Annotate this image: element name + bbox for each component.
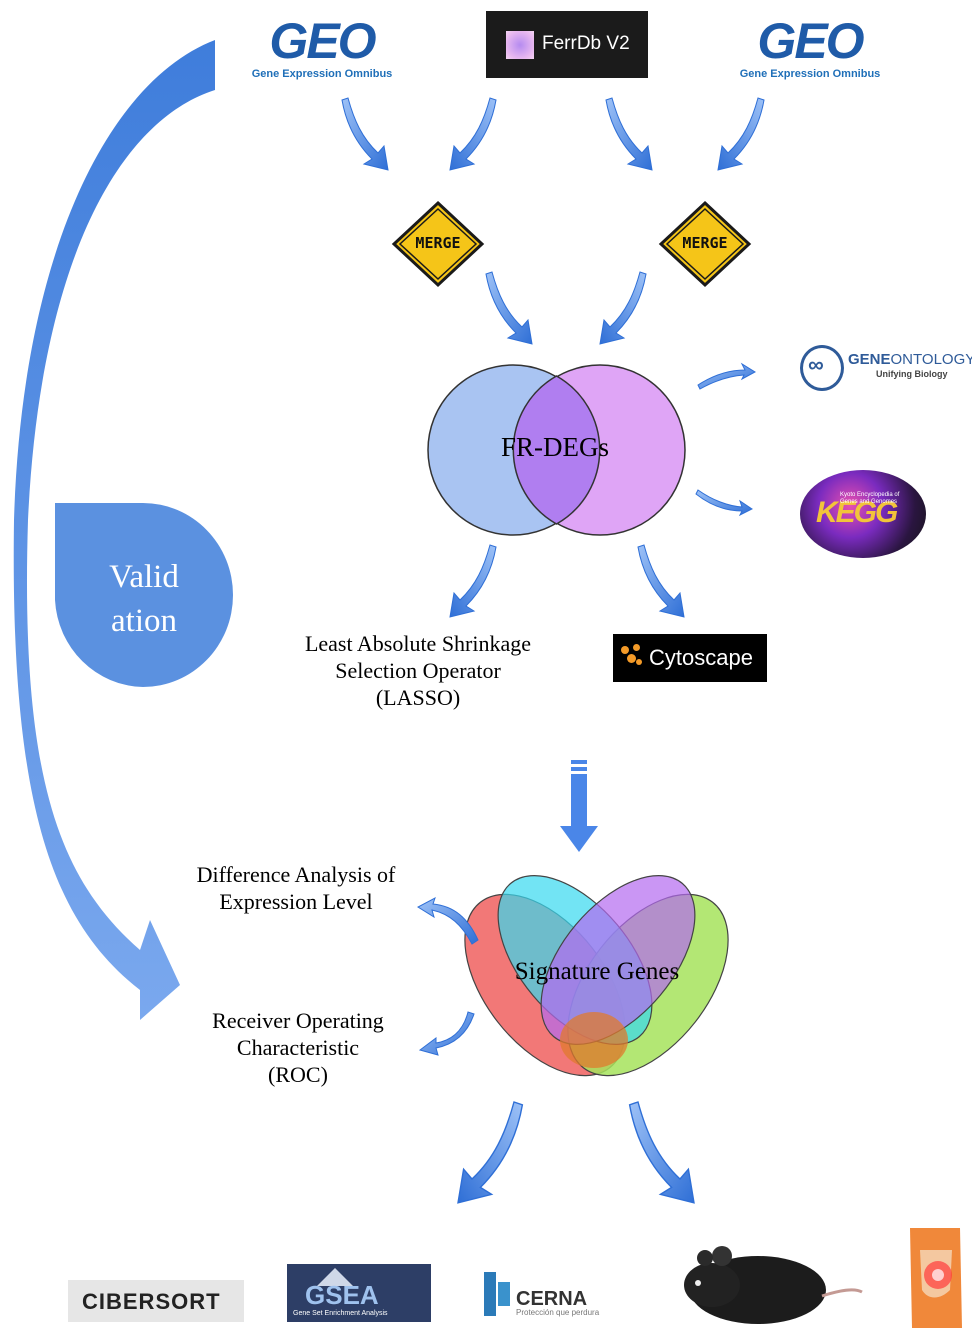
- cerna-logo: CERNA Protección que perdura: [482, 1270, 622, 1318]
- cytoscape-network-icon: [621, 644, 643, 668]
- go-title-bold: GENE: [848, 351, 891, 368]
- cibersort-label: CIBERSORT: [82, 1289, 221, 1314]
- lasso-line-3: (LASSO): [375, 685, 461, 710]
- lasso-line-2: Selection Operator: [335, 658, 501, 683]
- arrow-venn-to-lasso: [449, 544, 497, 618]
- go-circle-text: ∞: [808, 352, 824, 377]
- arrow-to-difference: [416, 896, 479, 945]
- cerna-label: CERNA: [516, 1288, 588, 1310]
- roc-line-2: Characteristic: [236, 1035, 360, 1060]
- signature-genes-venn: [464, 875, 729, 1077]
- cytoscape-logo: Cytoscape: [613, 634, 767, 682]
- arrow-to-roc: [418, 1011, 475, 1056]
- validation-label: Valid ation: [72, 555, 216, 643]
- validation-shape: [55, 503, 233, 687]
- fr-degs-label: FR-DEGs: [500, 432, 609, 462]
- geo-logo-right: GEO Gene Expression Omnibus: [730, 14, 890, 84]
- cibersort-logo: CIBERSORT: [68, 1280, 244, 1322]
- lasso-line-1: Least Absolute Shrinkage: [304, 631, 532, 656]
- merge-sign-left: [391, 200, 485, 288]
- geo-logo-text: GEO: [269, 13, 376, 69]
- merge-label-right: MERGE: [682, 234, 728, 252]
- difference-line-2: Expression Level: [219, 889, 373, 914]
- signature-genes-label: Signature Genes: [514, 958, 680, 985]
- kegg-logo: KEGG Kyoto Encyclopedia of Genes and Gen…: [800, 470, 926, 558]
- arrow-signature-to-left-tools: [457, 1101, 524, 1204]
- geo-subtitle: Gene Expression Omnibus: [251, 68, 393, 80]
- validation-line-1: Valid: [109, 559, 179, 595]
- mouse-image: [684, 1246, 863, 1324]
- ferrdb-logo: FerrDb V2: [486, 11, 648, 78]
- roc-line-3: (ROC): [268, 1062, 328, 1087]
- arrow-down-to-signature: [560, 760, 598, 852]
- arrow-ferrdb-to-merge-left: [449, 97, 497, 171]
- lasso-label: Least Absolute Shrinkage Selection Opera…: [268, 630, 568, 711]
- cerna-mark-icon: [484, 1272, 496, 1316]
- roc-label: Receiver Operating Characteristic (ROC): [178, 1007, 418, 1088]
- arrow-to-kegg: [695, 489, 753, 517]
- arrow-merge-right-to-venn: [599, 271, 647, 345]
- kegg-subtitle: Kyoto Encyclopedia of Genes and Genomes: [840, 492, 900, 505]
- merge-label-left: MERGE: [415, 234, 461, 252]
- arrow-ferrdb-to-merge-right: [605, 97, 653, 171]
- gsea-mountain-icon: [317, 1268, 353, 1286]
- difference-analysis-label: Difference Analysis of Expression Level: [158, 861, 434, 915]
- arrow-to-gene-ontology: [697, 362, 757, 390]
- ferrdb-label: FerrDb V2: [542, 33, 630, 54]
- knee-image: [905, 1228, 967, 1328]
- cerna-subtitle: Protección que perdura: [516, 1308, 600, 1317]
- validation-line-2: ation: [111, 603, 177, 639]
- gene-ontology-logo: ∞ GENEONTOLOGY Unifying Biology: [798, 343, 972, 395]
- kegg-letters: KEGG: [816, 496, 898, 529]
- gsea-label: GSEA: [305, 1280, 379, 1310]
- arrow-venn-to-cytoscape: [637, 544, 685, 618]
- cerna-mark-icon-2: [498, 1282, 510, 1306]
- validation-arc: [13, 40, 215, 1020]
- gsea-subtitle: Gene Set Enrichment Analysis: [293, 1310, 388, 1317]
- arrow-geo-left-to-merge: [341, 97, 389, 171]
- go-title: GENEONTOLOGY: [848, 351, 972, 368]
- geo-logo-text: GEO: [757, 13, 864, 69]
- go-subtitle: Unifying Biology: [876, 369, 948, 379]
- arrow-merge-left-to-venn: [485, 271, 533, 345]
- go-circle-icon: ∞: [800, 345, 844, 391]
- arrow-geo-right-to-merge: [717, 97, 765, 171]
- ferrdb-icon: [506, 31, 534, 59]
- geo-logo-left: GEO Gene Expression Omnibus: [242, 14, 402, 84]
- geo-subtitle: Gene Expression Omnibus: [739, 68, 881, 80]
- difference-line-1: Difference Analysis of: [196, 862, 396, 887]
- gsea-logo: GSEA Gene Set Enrichment Analysis: [287, 1264, 431, 1322]
- arrow-signature-to-right-tools: [628, 1101, 695, 1204]
- roc-line-1: Receiver Operating: [212, 1008, 384, 1033]
- cytoscape-label: Cytoscape: [649, 645, 753, 670]
- go-title-rest: ONTOLOGY: [890, 351, 972, 368]
- fr-degs-venn: [427, 364, 686, 536]
- merge-sign-right: [658, 200, 752, 288]
